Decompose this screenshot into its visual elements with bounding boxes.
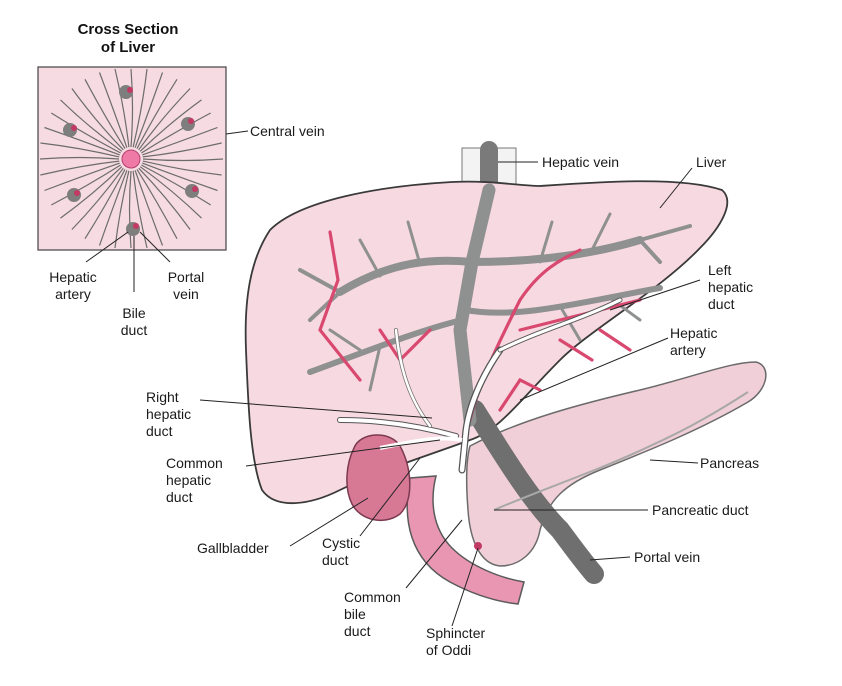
label-portal-vein-inset-1: Portal <box>168 269 205 285</box>
sphincter-marker <box>474 542 482 550</box>
hepatocyte-plate <box>84 79 126 149</box>
portal-triads <box>63 85 199 236</box>
inset-title-line2: of Liver <box>101 39 155 56</box>
label-sphincter-2: of Oddi <box>426 642 471 658</box>
central-vein-dot <box>121 149 141 169</box>
hepatocyte-plate <box>136 78 178 149</box>
label-right-hepatic-duct-3: duct <box>146 423 173 439</box>
hepatocyte-plate <box>134 72 164 148</box>
hepatocyte-plate <box>44 126 120 156</box>
hepatocyte-plate <box>71 167 124 230</box>
hepatocyte-plate <box>98 170 128 246</box>
label-bile-duct-2: duct <box>121 322 148 338</box>
label-pancreatic-duct: Pancreatic duct <box>652 502 749 518</box>
label-cystic-duct-1: Cystic <box>322 535 360 551</box>
hepatocyte-plate <box>141 112 211 154</box>
label-hepatic-artery-inset-1: Hepatic <box>49 269 96 285</box>
label-common-hepatic-duct-2: hepatic <box>166 472 211 488</box>
label-liver: Liver <box>696 154 727 170</box>
hepatocyte-plate <box>139 166 202 219</box>
duodenum-shape <box>406 475 525 605</box>
hepatocyte-plate <box>132 68 148 148</box>
pancreatic-duct <box>493 391 749 511</box>
portal-vein-inset-leader <box>139 231 171 263</box>
label-left-hepatic-duct-1: Left <box>708 262 731 278</box>
hepatic-artery-inset-leader <box>85 231 129 263</box>
label-portal-vein-inset-2: vein <box>173 286 199 302</box>
label-right-hepatic-duct-1: Right <box>146 389 179 405</box>
hepatocyte-plate <box>142 160 222 176</box>
label-common-hepatic-duct-3: duct <box>166 489 193 505</box>
label-common-bile-duct-2: bile <box>344 606 366 622</box>
label-left-hepatic-duct-2: hepatic <box>708 279 753 295</box>
hepatocyte-plate <box>40 142 120 158</box>
hepatocyte-plate <box>51 164 121 206</box>
leader-lines <box>199 161 701 627</box>
label-pancreas: Pancreas <box>700 455 759 471</box>
label-common-hepatic-duct-1: Common <box>166 455 223 471</box>
hepatocyte-plate <box>60 99 123 152</box>
hepatocyte-plate <box>84 169 126 240</box>
hepatocyte-plate <box>139 99 202 152</box>
hepatocyte-plate <box>128 170 132 249</box>
label-left-hepatic-duct-3: duct <box>708 296 735 312</box>
hepatocyte-plate <box>130 68 134 148</box>
hepatocyte-plate <box>134 170 164 246</box>
hepatocyte-plate <box>138 88 191 151</box>
hepatocyte-plate <box>114 68 130 148</box>
gallbladder-organ <box>346 434 463 522</box>
central-vein-leader <box>225 130 249 135</box>
hepatocyte-plate <box>142 162 218 192</box>
cross-section-inset: Cross Section of Liver Central vein Hepa… <box>37 21 325 338</box>
portal-vein-vessel <box>465 400 604 584</box>
hepatocyte-plate <box>50 112 121 154</box>
hepatocyte-plate <box>60 166 123 219</box>
label-hepatic-artery-inset-2: artery <box>55 286 91 302</box>
label-hepatic-artery-1: Hepatic <box>670 325 717 341</box>
label-common-bile-duct-1: Common <box>344 589 401 605</box>
label-gallbladder: Gallbladder <box>197 540 269 556</box>
hepatocyte-plate <box>138 167 191 230</box>
label-right-hepatic-duct-2: hepatic <box>146 406 191 422</box>
label-sphincter-1: Sphincter <box>426 625 485 641</box>
hepatocyte-plate <box>71 88 124 151</box>
hepatocyte-plate <box>142 158 224 162</box>
label-central-vein: Central vein <box>250 123 325 139</box>
hepatic-vein-branches <box>298 183 692 427</box>
hepatocyte-plate <box>141 164 212 206</box>
hepatocyte-plate <box>39 156 120 160</box>
hepatocyte-plate <box>40 160 120 176</box>
inset-title-line1: Cross Section <box>78 21 179 38</box>
label-bile-duct-1: Bile <box>122 305 146 321</box>
hepatocyte-plate <box>136 169 178 239</box>
hepatocyte-plate <box>142 142 222 158</box>
hepatocyte-plate <box>142 126 218 156</box>
hepatocyte-plates <box>39 68 224 249</box>
hepatocyte-plate <box>44 162 120 192</box>
hepatocyte-plate <box>132 170 148 249</box>
hepatocyte-plate <box>98 72 128 148</box>
label-hepatic-artery-2: artery <box>670 342 706 358</box>
label-portal-vein: Portal vein <box>634 549 700 565</box>
label-common-bile-duct-3: duct <box>344 623 371 639</box>
label-cystic-duct-2: duct <box>322 552 349 568</box>
label-hepatic-vein: Hepatic vein <box>542 154 619 170</box>
